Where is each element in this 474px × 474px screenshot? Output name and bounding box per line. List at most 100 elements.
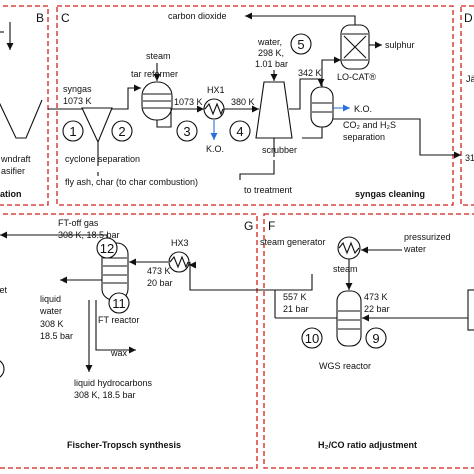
co2-out-arrow	[245, 12, 356, 25]
node-5: 5	[290, 33, 312, 55]
liquid-water-label: liquid	[40, 294, 61, 304]
wax-label: wax	[110, 348, 128, 358]
hx1-out-temp: 380 K	[231, 97, 255, 107]
hx1-coil	[204, 102, 224, 116]
section-c-letter: C	[61, 11, 70, 25]
liquid-water-label-2: water	[39, 306, 62, 316]
gasifier-vessel	[0, 99, 43, 139]
liquid-hc-label: liquid hydrocarbons	[74, 378, 153, 388]
steam-top-label: steam	[146, 51, 171, 61]
reformer-to-hx1-arrow	[156, 105, 204, 128]
hx3-label: HX3	[171, 238, 189, 248]
syngas-label: syngas	[63, 84, 92, 94]
co2-h2s-label-2: separation	[343, 132, 385, 142]
wax-arrow	[95, 300, 136, 354]
gasifier-label-2: asifier	[1, 166, 25, 176]
section-g-box	[0, 213, 258, 469]
section-f-box	[263, 213, 474, 469]
separator-ko-label: K.O.	[354, 104, 372, 114]
liquid-hc-cond: 308 K, 18.5 bar	[74, 390, 136, 400]
wgs-reactor-vessel	[336, 290, 362, 347]
section-b-box	[0, 5, 49, 206]
section-d-clip-2: 31	[465, 153, 474, 163]
svg-text:10: 10	[305, 331, 319, 346]
press-21: 21 bar	[283, 304, 309, 314]
separator-to-locat-arrow	[321, 56, 341, 87]
hx1-label: HX1	[207, 85, 225, 95]
ft-reactor-label: FT reactor	[98, 315, 139, 325]
node-3: 3	[176, 120, 198, 142]
section-c-caption: syngas cleaning	[355, 189, 425, 199]
separator-icon	[310, 86, 334, 128]
to-treatment-line	[239, 160, 275, 180]
ft-off-gas-cond: 308 K, 18.5 bar	[58, 230, 120, 240]
cyclone-label: cyclone separation	[65, 154, 140, 164]
clipped-equipment	[467, 289, 474, 331]
hx3-coil	[169, 255, 189, 269]
tar-reformer-label: tar reformer	[131, 69, 178, 79]
reformer-internals	[143, 93, 171, 109]
syngas-to-section-d-arrow	[333, 118, 461, 159]
co2-label: carbon dioxide	[168, 11, 227, 21]
reformer-out-temp: 1073 K	[174, 97, 203, 107]
section-c-box	[56, 5, 454, 206]
water-label: water,	[257, 37, 282, 47]
svg-text:12: 12	[100, 241, 114, 256]
svg-text:4: 4	[236, 124, 243, 139]
svg-text:3: 3	[183, 124, 190, 139]
steam-f-label: steam	[333, 264, 358, 274]
section-d-letter: D	[464, 11, 473, 25]
press-22: 22 bar	[364, 304, 390, 314]
scrubber-icon	[255, 81, 293, 139]
section-e-clip: tet	[0, 285, 8, 295]
section-f-letter: F	[268, 219, 275, 233]
node-1: 1	[62, 120, 84, 142]
heat-exchanger-icon	[168, 251, 190, 273]
scrubber-to-separator-arrow	[289, 78, 325, 110]
svg-text:2: 2	[118, 124, 125, 139]
lo-cat-packing	[342, 33, 368, 61]
svg-text:11: 11	[112, 296, 126, 311]
lo-cat-label: LO-CAT®	[337, 72, 376, 82]
section-b-letter: B	[36, 11, 44, 25]
temp-473-f: 473 K	[364, 292, 388, 302]
temp-557: 557 K	[283, 292, 307, 302]
section-g-caption: Fischer-Tropsch synthesis	[67, 440, 181, 450]
separator-internals	[312, 102, 332, 113]
svg-text:9: 9	[372, 331, 379, 346]
ft-off-gas-label: FT-off gas	[58, 218, 99, 228]
liquid-water-temp: 308 K	[40, 319, 64, 329]
node-11: 11	[108, 292, 130, 314]
steam-gen-coil	[338, 241, 360, 255]
temp-342-label: 342 K	[298, 68, 322, 78]
syngas-temp-label: 1073 K	[63, 96, 92, 106]
water-temp-label: 298 K,	[258, 48, 284, 58]
heat-exchanger-icon	[203, 98, 225, 120]
to-treatment-label: to treatment	[244, 185, 293, 195]
node-10: 10	[301, 327, 323, 349]
press-20: 20 bar	[147, 278, 173, 288]
separator-to-c-return	[302, 127, 323, 139]
gasifier-label-1: wndraft	[0, 154, 31, 164]
node-12: 12	[96, 237, 118, 259]
cyclone-to-reformer-arrow	[112, 84, 141, 110]
hx1-ko-label: K.O.	[206, 144, 224, 154]
pressurized-label: pressurized	[404, 232, 451, 242]
scrubber-label: scrubber	[262, 145, 297, 155]
cyclone-icon	[81, 107, 113, 144]
section-g-letter: G	[244, 219, 253, 233]
wgs-reactor-label: WGS reactor	[319, 361, 371, 371]
section-d-clip-1: Jä	[466, 74, 474, 84]
node-9: 9	[365, 327, 387, 349]
clipped-node	[0, 360, 5, 378]
node-2: 2	[111, 120, 133, 142]
sulphur-label: sulphur	[385, 40, 415, 50]
liquid-water-press: 18.5 bar	[40, 331, 73, 341]
svg-text:1: 1	[69, 124, 76, 139]
steam-generator-label: steam generator	[260, 237, 326, 247]
co2-h2s-label-1: CO₂ and H₂S	[343, 120, 396, 130]
wgs-to-hx3-line	[189, 262, 313, 291]
water-press-label: 1.01 bar	[255, 59, 288, 69]
wgs-internals	[338, 310, 360, 330]
pressurized-label-2: water	[403, 244, 426, 254]
